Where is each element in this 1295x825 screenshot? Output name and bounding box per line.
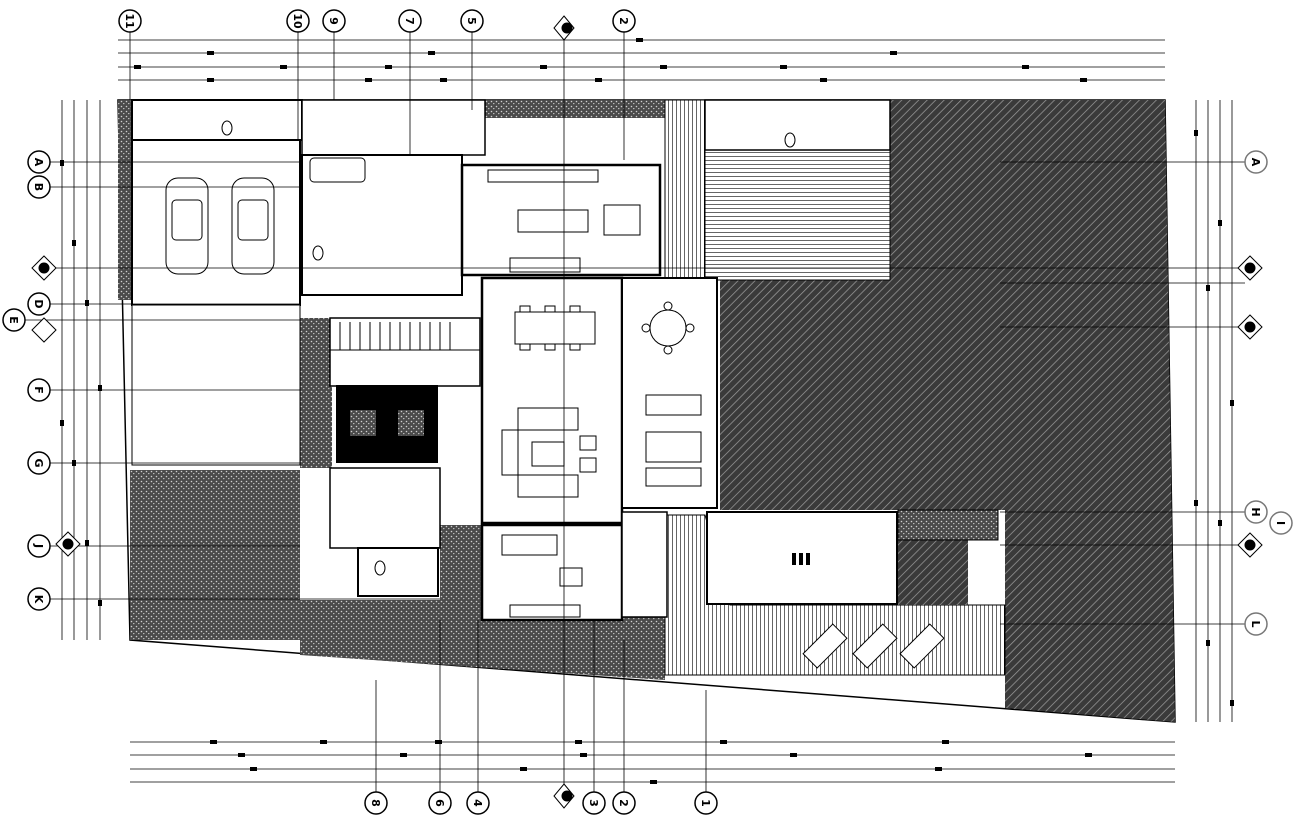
grid-bubble-left-A: A — [27, 150, 51, 174]
bottom-dimension-lines — [130, 740, 1175, 784]
grid-bubble-left-E: E — [2, 308, 26, 332]
svg-text:H: H — [1249, 507, 1262, 516]
grid-bubble-right-H: H — [1244, 500, 1268, 524]
grid-bubble-right-I: I — [1269, 511, 1293, 535]
svg-text:G: G — [32, 458, 45, 467]
svg-text:K: K — [32, 595, 45, 604]
svg-text:10: 10 — [291, 13, 304, 29]
bathtub — [309, 157, 366, 183]
section-marker-icon — [31, 15, 1263, 809]
grid-bubble-top-10: 10 — [286, 9, 310, 33]
svg-text:A: A — [1249, 158, 1262, 167]
svg-text:4: 4 — [471, 799, 484, 807]
svg-text:5: 5 — [465, 17, 478, 25]
grid-bubbles-top: 11 10 9 7 5 2 — [118, 9, 636, 33]
grid-bubble-top-2: 2 — [612, 9, 636, 33]
grid-bubble-left-J: J — [27, 534, 51, 558]
svg-text:A: A — [32, 158, 45, 167]
grid-bubble-top-5: 5 — [460, 9, 484, 33]
svg-text:L: L — [1249, 620, 1262, 627]
garage — [131, 139, 301, 466]
toilet-icon — [221, 120, 796, 576]
grid-bubble-top-11: 11 — [118, 9, 142, 33]
grid-bubble-bottom-2: 2 — [612, 791, 636, 815]
grid-bubble-bottom-1: 1 — [694, 791, 718, 815]
sun-lounger-icon — [802, 623, 945, 669]
svg-text:11: 11 — [123, 13, 136, 28]
svg-text:7: 7 — [403, 17, 416, 25]
grid-bubble-top-7: 7 — [398, 9, 422, 33]
grid-bubble-top-9: 9 — [322, 9, 346, 33]
round-table-icon — [641, 301, 695, 355]
grid-bubble-right-L: L — [1244, 612, 1268, 636]
svg-text:3: 3 — [587, 799, 600, 807]
svg-text:8: 8 — [369, 799, 382, 807]
grid-bubble-left-B: B — [27, 175, 51, 199]
grid-bubble-right-A: A — [1244, 150, 1268, 174]
svg-text:E: E — [7, 316, 20, 324]
svg-text:B: B — [32, 183, 45, 191]
dining-table — [514, 305, 596, 351]
car-icon — [165, 177, 275, 275]
house-walls — [131, 99, 891, 622]
svg-text:2: 2 — [617, 799, 630, 807]
grid-bubbles-right: A H I L — [1244, 150, 1293, 636]
kitchen-island — [487, 169, 641, 273]
grid-bubble-bottom-6: 6 — [428, 791, 452, 815]
top-dimension-lines — [118, 38, 1165, 82]
grid-lines-horizontal — [18, 161, 1250, 625]
swimming-pool — [706, 509, 999, 605]
svg-text:F: F — [32, 386, 45, 394]
svg-text:J: J — [32, 543, 45, 548]
terrace-sofas — [645, 394, 702, 487]
grid-bubble-left-F: F — [27, 378, 51, 402]
svg-text:6: 6 — [433, 799, 446, 807]
grid-bubble-left-K: K — [27, 587, 51, 611]
living-sofa-set — [501, 407, 597, 498]
svg-text:D: D — [32, 299, 45, 308]
svg-text:1: 1 — [699, 799, 712, 807]
grid-lines-vertical — [129, 32, 707, 792]
right-dimension-lines — [1194, 100, 1234, 722]
grid-bubble-left-D: D — [27, 292, 51, 316]
grid-bubble-left-G: G — [27, 451, 51, 475]
svg-text:I: I — [1274, 521, 1287, 525]
grid-bubbles-left: A B D E F G J K — [2, 150, 51, 611]
left-dimension-lines — [60, 100, 102, 640]
grid-bubble-bottom-4: 4 — [466, 791, 490, 815]
family-room-sofa — [501, 534, 583, 618]
svg-text:2: 2 — [617, 17, 630, 25]
grid-bubble-bottom-8: 8 — [364, 791, 388, 815]
grid-bubble-bottom-3: 3 — [582, 791, 606, 815]
svg-text:9: 9 — [327, 17, 340, 25]
grid-bubbles-bottom: 8 6 4 3 2 1 — [364, 791, 718, 815]
